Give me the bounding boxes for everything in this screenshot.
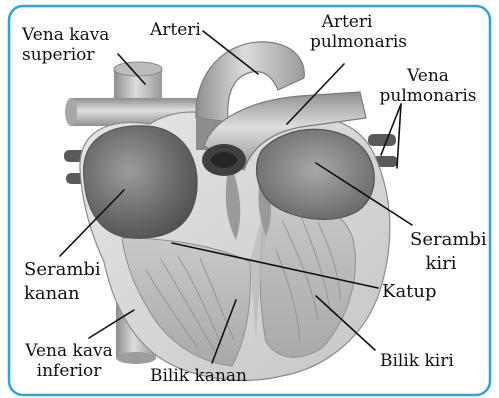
label-vena-pulmonaris: Vena pulmonaris	[374, 66, 482, 106]
label-bilik-kanan: Bilik kanan	[150, 366, 247, 386]
label-vena-kava-superior: Vena kava superior	[22, 25, 109, 65]
label-vena-kava-inferior: Vena kava inferior	[22, 341, 116, 381]
label-arteri-pulmonaris: Arteri pulmonaris	[310, 12, 384, 52]
right-atrium	[84, 126, 198, 238]
label-katup: Katup	[382, 282, 437, 302]
label-serambi-kiri: Serambi kiri	[410, 228, 472, 276]
label-serambi-kanan: Serambi kanan	[24, 258, 101, 306]
label-bilik-kiri: Bilik kiri	[380, 351, 454, 371]
label-arteri: Arteri	[150, 20, 201, 40]
left-atrium	[257, 129, 375, 219]
